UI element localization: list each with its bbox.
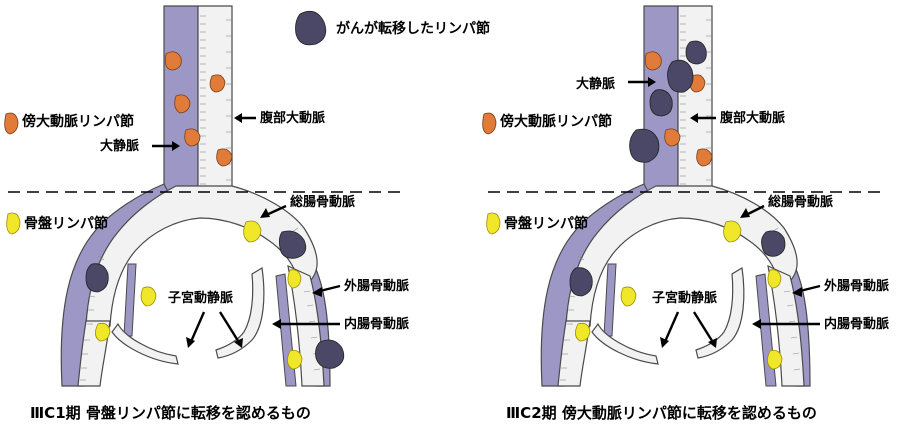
para-aortic-node-icon xyxy=(482,112,497,135)
label-external-iliac: 外腸骨動脈 xyxy=(343,278,409,294)
pelvic-node-icon xyxy=(6,212,21,235)
pelvic-node-icon xyxy=(486,212,501,235)
label-vena-cava: 大静脈 xyxy=(100,138,139,154)
label-common-iliac: 総腸骨動脈 xyxy=(768,194,833,210)
legend-para-aortic-left: 傍大動脈リンパ節 xyxy=(4,112,134,135)
legend-pelvic-label: 骨盤リンパ節 xyxy=(24,215,108,232)
metastatic-nodes xyxy=(85,230,345,369)
legend-para-aortic-label: 傍大動脈リンパ節 xyxy=(500,113,612,130)
legend-metastatic-label: がんが転移したリンパ節 xyxy=(336,20,490,37)
label-internal-iliac: 内腸骨動脈 xyxy=(344,316,409,332)
label-internal-iliac: 内腸骨動脈 xyxy=(824,316,889,332)
legend-pelvic-right: 骨盤リンパ節 xyxy=(486,212,588,235)
legend-para-aortic-label: 傍大動脈リンパ節 xyxy=(22,113,134,130)
legend-metastatic: がんが転移したリンパ節 xyxy=(295,10,490,46)
label-arrows xyxy=(628,77,821,348)
label-arrows xyxy=(152,113,341,348)
label-vena-cava: 大静脈 xyxy=(576,76,615,92)
label-aorta: 腹部大動脈 xyxy=(260,110,325,126)
label-common-iliac: 総腸骨動脈 xyxy=(290,194,355,210)
para-aortic-node-icon xyxy=(4,112,19,135)
label-uterine: 子宮動静脈 xyxy=(168,290,233,306)
legend-pelvic-left: 骨盤リンパ節 xyxy=(6,212,108,235)
panel-stage-iiic2 xyxy=(487,5,881,387)
metastatic-nodes xyxy=(569,40,786,297)
caption-stage-iiic2: ⅢC2期 傍大動脈リンパ節に転移を認めるもの xyxy=(506,404,817,422)
label-aorta: 腹部大動脈 xyxy=(720,110,785,126)
panel-stage-iiic1 xyxy=(7,5,401,387)
legend-pelvic-label: 骨盤リンパ節 xyxy=(504,215,588,232)
legend-para-aortic-right: 傍大動脈リンパ節 xyxy=(482,112,612,135)
label-external-iliac: 外腸骨動脈 xyxy=(823,278,889,294)
label-uterine: 子宮動静脈 xyxy=(652,290,717,306)
metastatic-node-icon xyxy=(295,10,327,46)
caption-stage-iiic1: ⅢC1期 骨盤リンパ節に転移を認めるもの xyxy=(30,404,311,422)
